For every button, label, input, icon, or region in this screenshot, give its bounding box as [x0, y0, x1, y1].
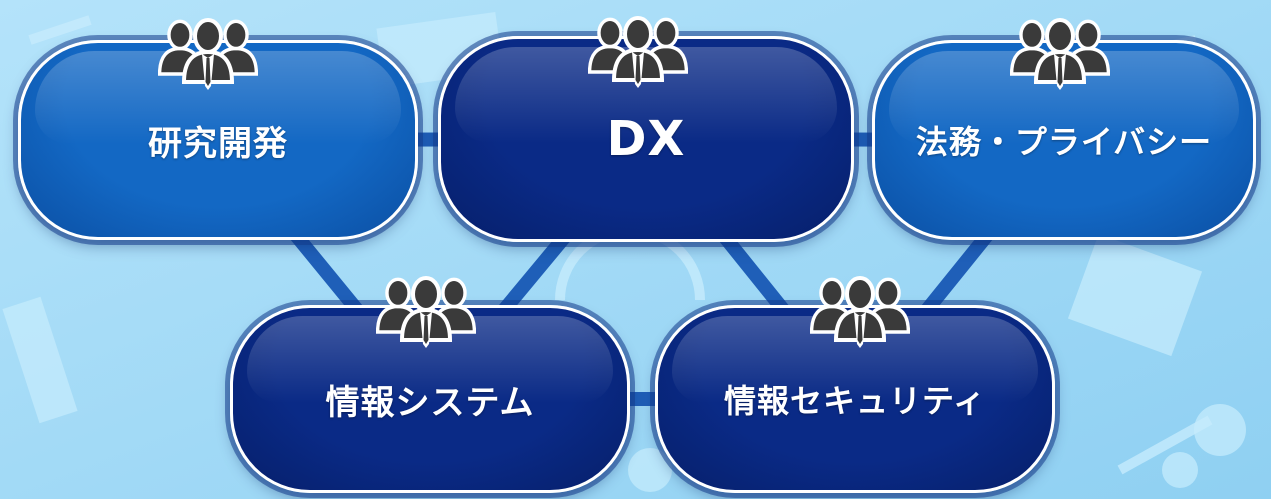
- node-label-research: 研究開発: [148, 123, 288, 164]
- node-label-information-security: 情報セキュリティ: [723, 382, 987, 420]
- people-group-icon: [1010, 18, 1110, 90]
- people-group-icon: [376, 276, 476, 348]
- node-label-information-systems: 情報システム: [325, 382, 535, 423]
- people-group-icon: [158, 18, 258, 90]
- node-label-legal-privacy: 法務・プライバシー: [915, 123, 1213, 161]
- node-label-dx: DX: [606, 111, 686, 167]
- people-group-icon: [588, 16, 688, 88]
- people-group-icon: [810, 276, 910, 348]
